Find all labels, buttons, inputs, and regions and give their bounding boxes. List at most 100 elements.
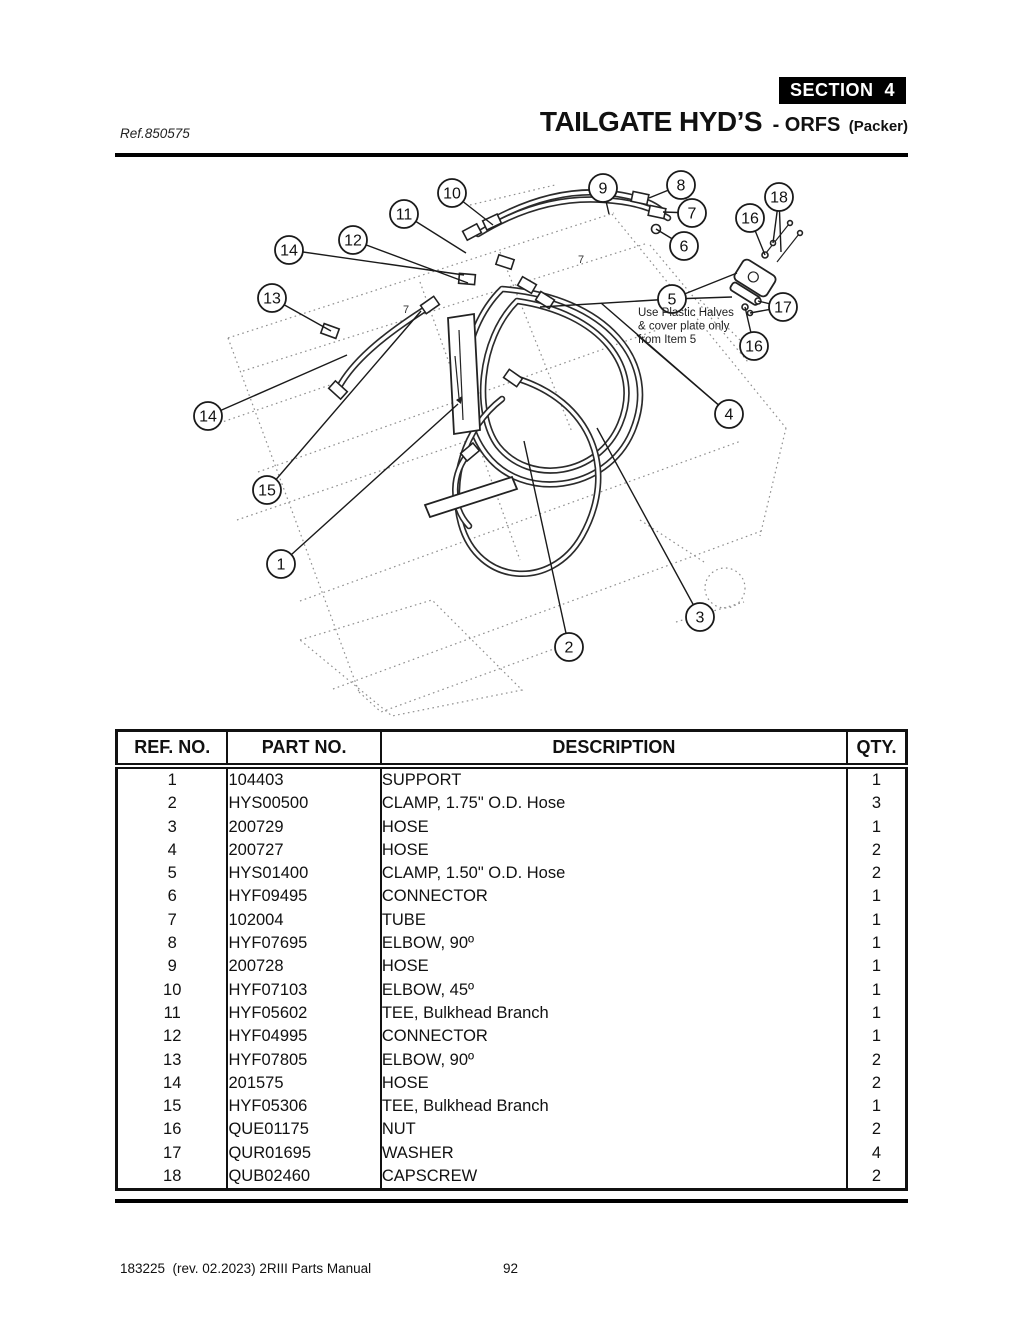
callout-circle [193,401,223,431]
title-sub: - ORFS [772,114,841,136]
footer-page-number: 92 [503,1261,519,1276]
callout-number: 2 [565,640,574,657]
callout-number: 13 [263,291,281,308]
column-header: DESCRIPTION [379,730,847,769]
callout-circle [764,182,794,212]
callout-number: 7 [688,206,697,223]
qty-cell: 4 [845,1141,907,1166]
callout-number: 14 [280,243,298,260]
ref-no-cell: 3 [167,817,177,836]
clamp-assembly [729,219,804,317]
inline-refs: 77 [403,254,584,316]
qty-cell: 1 [845,1001,907,1026]
description-cell: HOSE [379,1071,847,1096]
qty-cell: 1 [845,766,907,793]
description-cell: CAPSCREW [379,1165,847,1190]
note-line: Use Plastic Halves [638,307,734,319]
ref-no-cell: 1 [167,771,177,789]
callout-circle [588,173,618,203]
part-no-cell: 104403 [226,766,381,793]
qty-cell: 1 [845,932,907,956]
diagram-note: Use Plastic Halves & cover plate onlyfrom… [638,307,734,346]
callout-circle [714,399,744,429]
footer-rule [115,1199,908,1203]
leader-line [352,239,469,284]
inline-ref: 7 [403,304,409,316]
part-no-cell: HYS01400 [226,862,381,886]
part-no-cell: 102004 [226,908,381,933]
callout-number: 5 [668,292,677,309]
callout-circle [554,632,584,662]
callout-number: 3 [696,610,705,627]
column-header: PART NO. [226,730,381,769]
ref-no-cell: 13 [163,1050,182,1069]
description-cell: NUT [379,1118,847,1142]
ref-no-cell: 18 [163,1167,182,1186]
leader-line [288,249,465,276]
callout-circle [685,602,715,632]
part-no-cell: 201575 [226,1071,381,1096]
leader-line [266,310,422,491]
qty-cell: 2 [845,1118,907,1142]
description-cell: TUBE [379,908,847,933]
inline-ref: 7 [578,254,584,266]
callout-circle [657,284,687,314]
footer-doc-info: 183225 (rev. 02.2023) 2RIII Parts Manual [120,1261,372,1276]
part-no-cell: QUR01695 [226,1141,381,1166]
callout-circle [768,292,798,322]
callout-circle [389,199,419,229]
description-cell: HOSE [379,838,847,863]
qty-cell: 1 [845,1095,907,1119]
qty-cell: 1 [845,1025,907,1049]
qty-cell: 1 [845,885,907,909]
leader-line [207,354,348,417]
callout-circle [274,235,304,265]
callout-number: 6 [680,239,689,256]
description-cell: ELBOW, 90º [379,1048,847,1072]
description-cell: HOSE [379,815,847,839]
qty-cell: 2 [845,862,907,886]
support-plate [423,312,519,519]
ref-no-cell: 5 [167,864,177,883]
part-no-cell: HYF07805 [226,1048,381,1072]
callout-circle [669,231,699,261]
ref-no-cell: 7 [167,910,177,929]
qty-cell: 2 [845,1165,907,1190]
callout-circle [739,331,769,361]
callout-circle [252,475,282,505]
callout-circle [266,549,296,579]
leader-lines [207,184,784,648]
note-line: from Item 5 [638,334,696,346]
qty-cell: 2 [845,838,907,863]
callout-number: 10 [443,186,461,203]
part-no-cell: 200728 [226,955,381,979]
qty-cell: 1 [845,815,907,839]
leader-line [280,403,459,565]
ref-no-cell: 10 [163,980,182,999]
fittings [319,190,804,519]
callout-circle [735,203,765,233]
callout-circle [338,225,368,255]
leader-line [523,440,570,648]
callout-number: 16 [741,211,759,228]
page-title: TAILGATE HYD’S - ORFS (Packer) [540,106,908,138]
note-line: & cover plate only [638,321,730,333]
ref-no-cell: 8 [167,934,177,953]
callout-circle [257,283,287,313]
reference-number: Ref.850575 [120,126,190,141]
part-no-cell: QUB02460 [226,1165,381,1190]
callout-number: 11 [396,207,413,224]
part-no-cell: 200727 [226,838,381,863]
callout-number: 16 [745,339,763,356]
tailgate-structure [204,184,787,717]
